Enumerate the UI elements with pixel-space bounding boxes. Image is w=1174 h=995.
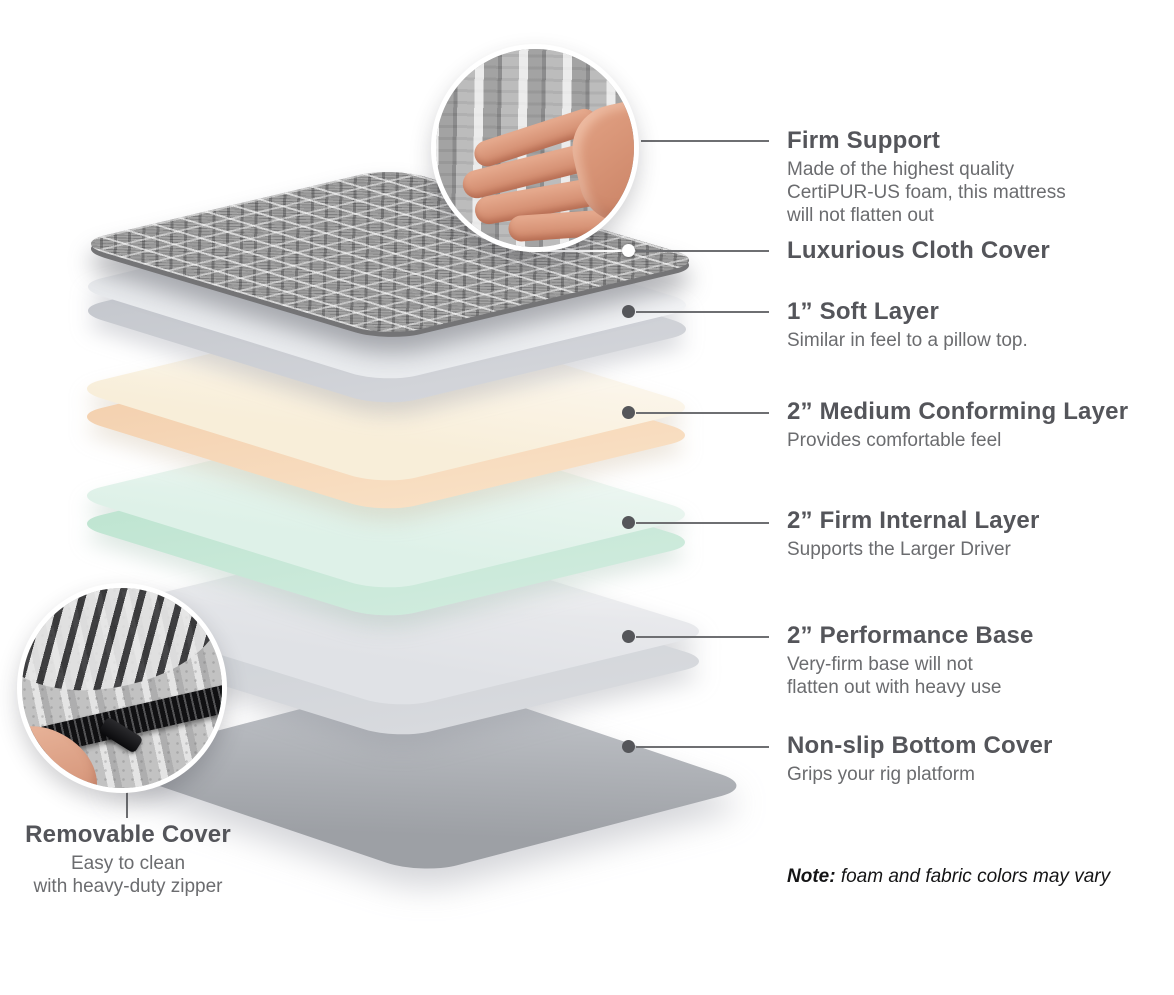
annotation-body: Easy to clean with heavy-duty zipper (33, 853, 223, 897)
annotation-firm-support: Firm Support Made of the highest quality… (787, 127, 1066, 227)
annotation-body: Similar in feel to a pillow top. (787, 330, 1028, 351)
annotation-title: Firm Support (787, 127, 941, 154)
leader-line-firm-support (641, 140, 769, 142)
note-label: Note: (787, 866, 836, 887)
leader-dot-soft-layer (622, 305, 635, 318)
annotation-body: Made of the highest quality CertiPUR-US … (787, 159, 1066, 226)
annotation-firm-layer: 2” Firm Internal Layer Supports the Larg… (787, 507, 1040, 561)
annotation-title: 2” Medium Conforming Layer (787, 398, 1129, 425)
annotation-body: Supports the Larger Driver (787, 539, 1011, 560)
annotation-body: Very-firm base will not flatten out with… (787, 654, 1002, 698)
leader-line-medium-layer (636, 412, 769, 414)
note-text: foam and fabric colors may vary (835, 866, 1111, 887)
leader-dot-medium-layer (622, 406, 635, 419)
leader-line-bottom-cover (636, 746, 769, 748)
annotation-title: 1” Soft Layer (787, 298, 939, 325)
leader-line-cloth-cover-on-fabric (543, 250, 629, 252)
leader-line-firm-layer (636, 522, 769, 524)
leader-dot-firm-layer (622, 516, 635, 529)
leader-line-performance-base (636, 636, 769, 638)
annotation-title: Removable Cover (25, 821, 231, 848)
annotation-title: Non-slip Bottom Cover (787, 732, 1053, 759)
annotation-soft-layer: 1” Soft Layer Similar in feel to a pillo… (787, 298, 1028, 352)
annotation-bottom-cover: Non-slip Bottom Cover Grips your rig pla… (787, 732, 1053, 786)
annotation-body: Grips your rig platform (787, 764, 975, 785)
leader-line-cloth-cover (636, 250, 769, 252)
leader-dot-performance-base (622, 630, 635, 643)
annotation-medium-layer: 2” Medium Conforming Layer Provides comf… (787, 398, 1128, 452)
color-variance-note: Note: foam and fabric colors may vary (787, 866, 1110, 888)
annotation-body: Provides comfortable feel (787, 430, 1002, 451)
annotation-removable-cover: Removable Cover Easy to clean with heavy… (2, 821, 254, 898)
leader-line-removable-cover (126, 790, 128, 818)
annotation-performance-base: 2” Performance Base Very-firm base will … (787, 622, 1034, 699)
firm-support-photo-circle (431, 44, 639, 252)
annotation-title: 2” Performance Base (787, 622, 1034, 649)
leader-dot-bottom-cover (622, 740, 635, 753)
removable-cover-photo-circle (17, 583, 227, 793)
leader-line-soft-layer (636, 311, 769, 313)
leader-dot-cloth-cover (622, 244, 635, 257)
annotation-title: 2” Firm Internal Layer (787, 507, 1040, 534)
annotation-title: Luxurious Cloth Cover (787, 237, 1050, 264)
annotation-cloth-cover: Luxurious Cloth Cover (787, 237, 1050, 264)
